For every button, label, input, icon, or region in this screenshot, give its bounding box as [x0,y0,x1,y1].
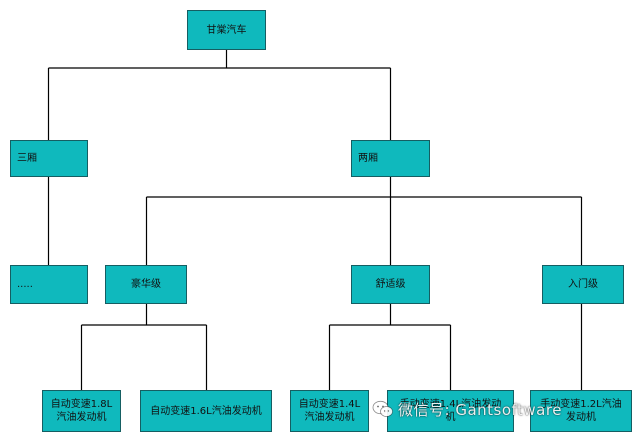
node-comfort: 舒适级 [351,265,430,304]
watermark-text: 微信号: Gantsoftware [398,400,562,419]
node-lux-1-8l-auto: 自动变速1.8L汽油发动机 [42,390,121,432]
node-hatchback: 两厢 [351,140,430,177]
node-lux-1-6l-auto: 自动变速1.6L汽油发动机 [140,390,272,432]
node-label: 豪华级 [131,279,161,290]
node-entry-1-2l-manual: 手动变速1.2L汽油发动机 [530,390,632,432]
node-label: 甘棠汽车 [206,24,247,36]
node-label: 自动变速1.6L汽油发动机 [150,405,262,417]
node-ellipsis: ..... [10,265,88,304]
watermark: 微信号: Gantsoftware [372,396,562,422]
node-luxury: 豪华级 [105,265,187,304]
node-root: 甘棠汽车 [187,10,266,50]
node-label: 三厢 [17,153,37,164]
node-comfort-1-4l-manual: 手动变速1.4L汽油发动机 [387,390,514,432]
wechat-icon [372,400,393,417]
node-label: 自动变速1.4L汽油发动机 [298,399,361,423]
node-sedan: 三厢 [10,140,88,177]
node-label: 手动变速1.2L汽油发动机 [540,399,622,423]
node-comfort-1-4l-auto: 自动变速1.4L汽油发动机 [290,390,369,432]
node-label: ..... [17,279,33,290]
node-label: 入门级 [568,279,598,290]
node-label: 两厢 [358,153,378,164]
node-entry: 入门级 [542,265,624,304]
node-label: 手动变速1.4L汽油发动机 [399,399,502,423]
node-label: 舒适级 [375,279,406,290]
node-label: 自动变速1.8L汽油发动机 [50,399,113,423]
